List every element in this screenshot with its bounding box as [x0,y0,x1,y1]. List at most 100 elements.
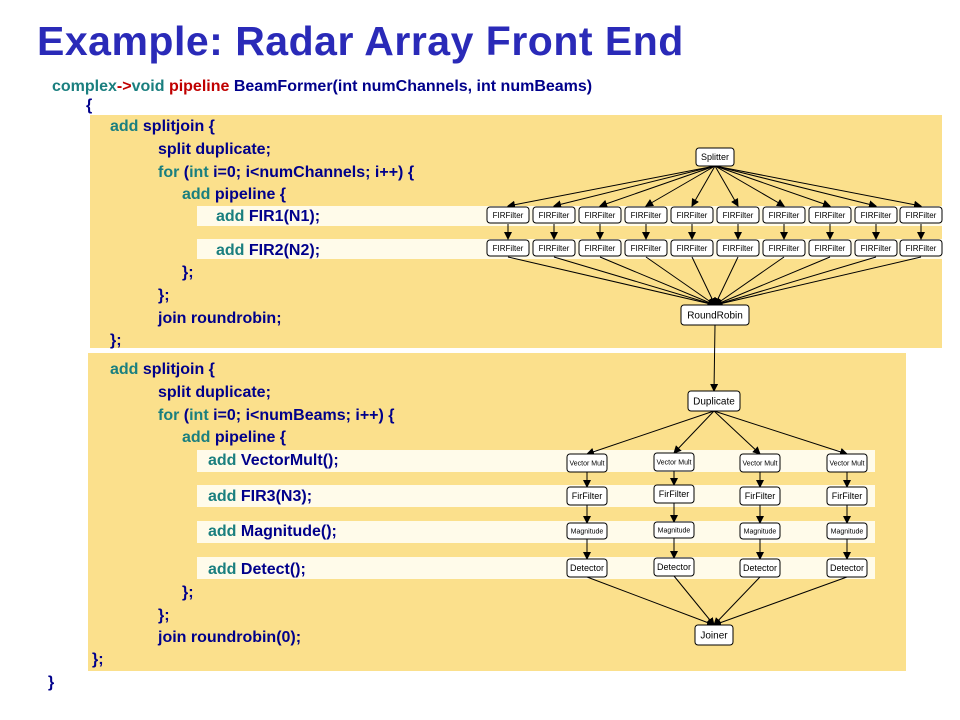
keyword-join: join [158,629,187,646]
firfilter-node: FIRFilter [899,239,943,257]
splitter-node-label: Splitter [701,152,729,162]
vectormult-node-box [739,453,781,473]
vectormult-node: Vector Mult [653,452,695,472]
firfilter-node-box [762,206,806,224]
split-edge [507,165,716,209]
firfilter-node-box [854,239,898,257]
code-line-add-splitjoin-1: add splitjoin { [110,117,215,137]
magnitude-strip [197,521,875,543]
firfilter-node: FIRFilter [808,239,852,257]
roundrobin-node-label: RoundRobin [687,311,743,322]
vectormult-node: Vector Mult [739,453,781,473]
magnitude-node-box [653,521,695,539]
code-line-close-for-1: }; [158,287,170,304]
keyword-join: join [158,310,187,327]
roundrobin-node: RoundRobin [680,304,750,326]
split-edge [714,165,831,208]
magnitude-node: Magnitude [826,522,868,540]
code-line-add-pipeline-2: add pipeline { [182,428,286,448]
magnitude-node-box [826,522,868,540]
firfilter-node-box [624,239,668,257]
firfilter-node: FIRFilter [762,239,806,257]
firfilter-node-label: FIRFilter [906,211,937,220]
firfilter-node-box [854,206,898,224]
keyword-add: add [182,186,211,203]
code-line-for-2: for (int i=0; i<numBeams; i++) { [158,406,395,426]
pipeline-name: BeamFormer(int numChannels, int numBeams… [233,78,593,95]
firfilter-node-label: FIRFilter [906,244,937,253]
vectormult-node-label: Vector Mult [742,460,777,467]
join-edge [714,256,831,306]
code-text: FIR1(N1); [248,208,321,225]
firfilter-node-box [716,206,760,224]
firfilter-node-box [578,206,622,224]
dup-edge [713,410,848,456]
fir3-strip [197,485,875,507]
code-text: i=0; i<numChannels; i++) { [213,164,415,181]
detector-node: Detector [826,558,868,578]
firfilter-node-label: FIRFilter [861,244,892,253]
firfilter-node-label: FIRFilter [631,211,662,220]
keyword-int: int [189,164,209,181]
code-line-for-1: for (int i=0; i<numChannels; i++) { [158,163,414,183]
code-text: duplicate; [195,384,271,401]
vectormult-node-label: Vector Mult [569,460,604,467]
firfilter-node-label: FIRFilter [769,211,800,220]
firfilter-node-box [670,206,714,224]
firfilter-node: FirFilter [566,486,608,506]
vectormult-node-box [653,452,695,472]
join-edge [599,256,716,306]
vectormult-node-label: Vector Mult [829,460,864,467]
firfilter-node-label: FIRFilter [677,244,708,253]
keyword-split: split [158,141,191,158]
detector-node: Detector [566,558,608,578]
keyword-int: int [189,407,209,424]
firfilter-node: FIRFilter [624,239,668,257]
splitjoin-1-panel [90,115,942,348]
code-text: splitjoin { [142,361,215,378]
detector-node-label: Detector [570,563,604,573]
keyword-void: void [131,78,165,95]
firfilter-node: FIRFilter [578,206,622,224]
firfilter-node-box [899,206,943,224]
keyword-split: split [158,384,191,401]
firfilter-node: FIRFilter [486,239,530,257]
firfilter-node: FIRFilter [899,206,943,224]
firfilter-node-box [716,239,760,257]
firfilter-node-label: FIRFilter [723,211,754,220]
keyword-for: for [158,407,180,424]
firfilter-node-label: FIRFilter [585,244,616,253]
firfilter-node-box [578,239,622,257]
vectormult-node-box [566,453,608,473]
firfilter-node-box [486,239,530,257]
open-brace: { [86,97,93,114]
code-line-split-2: split duplicate; [158,383,271,403]
duplicate-node: Duplicate [687,390,741,412]
code-text: duplicate; [195,141,271,158]
firfilter-node-box [624,206,668,224]
firfilter-node-box [899,239,943,257]
split-edge [553,165,716,209]
code-line-close-for-2: }; [158,607,170,624]
detector-node-box [653,557,695,577]
joiner-node-box [694,624,734,646]
joiner-edge [673,575,715,626]
split-edge [714,165,877,209]
code-line-join-1: join roundrobin; [158,309,282,329]
detector-node-label: Detector [743,563,777,573]
detector-node-label: Detector [657,562,691,572]
connect-edge [710,324,719,392]
firfilter-node-label: FIRFilter [815,211,846,220]
firfilter-node-label: FirFilter [572,491,603,501]
join-edge [553,256,716,307]
code-line-add-splitjoin-2: add splitjoin { [110,360,215,380]
code-text: FIR3(N3); [240,488,313,505]
firfilter-node-label: FIRFilter [493,244,524,253]
firfilter-node-label: FIRFilter [493,211,524,220]
magnitude-node-label: Magnitude [831,528,864,535]
magnitude-node-label: Magnitude [571,528,604,535]
firfilter-node-label: FIRFilter [815,244,846,253]
join-edge [507,256,716,308]
code-text: pipeline { [214,429,287,446]
